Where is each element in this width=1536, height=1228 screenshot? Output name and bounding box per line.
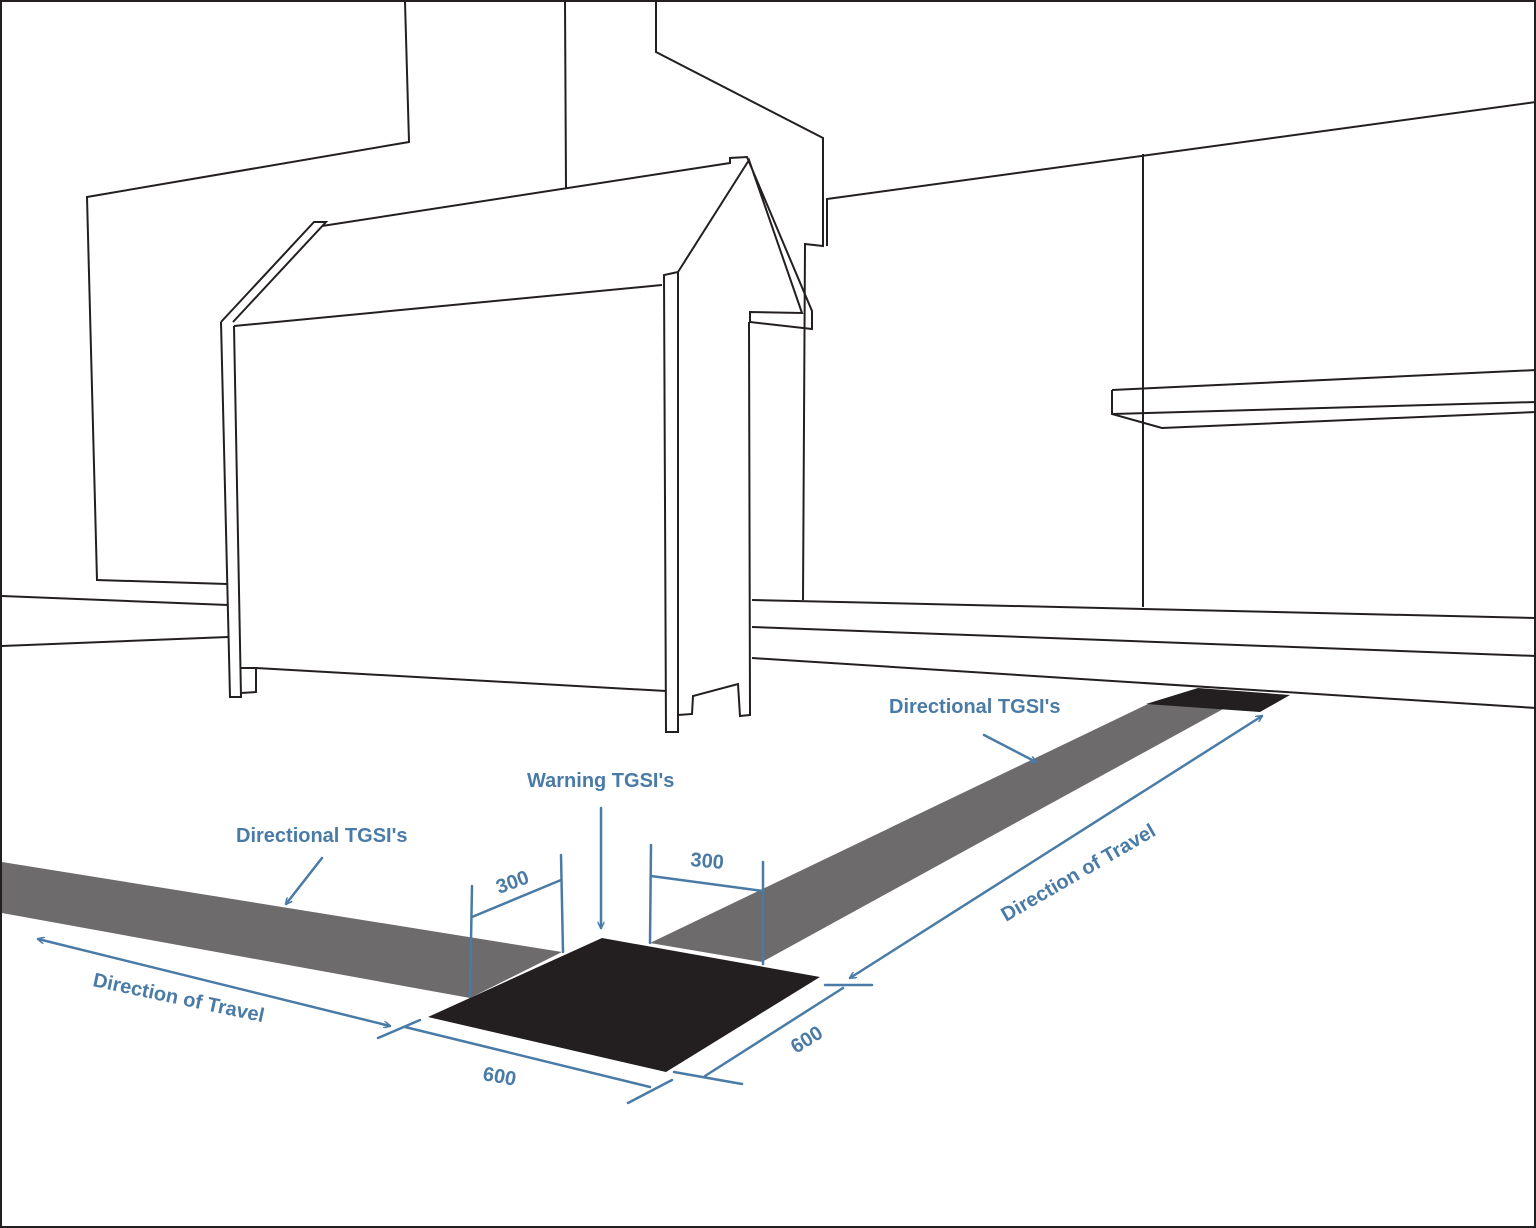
warning-tile-far <box>1146 688 1290 712</box>
label-dim-300-right: 300 <box>690 849 725 874</box>
label-directional-tgsi-right: Directional TGSI's <box>889 696 1060 718</box>
background-walls <box>1 1 1536 709</box>
wall-shelf <box>1111 369 1536 430</box>
dimension-lines <box>376 843 874 1105</box>
bus-shelter <box>220 155 813 733</box>
label-directional-tgsi-left: Directional TGSI's <box>236 825 407 847</box>
label-warning-tgsi: Warning TGSI's <box>527 770 674 792</box>
warning-tile-main <box>428 938 820 1072</box>
annotation-arrows <box>38 716 1262 1026</box>
travel-right-arrow <box>850 716 1262 978</box>
travel-left-arrow <box>38 939 390 1026</box>
directional-left-pointer-arrow <box>286 856 324 904</box>
directional-strip-left <box>2 862 562 998</box>
